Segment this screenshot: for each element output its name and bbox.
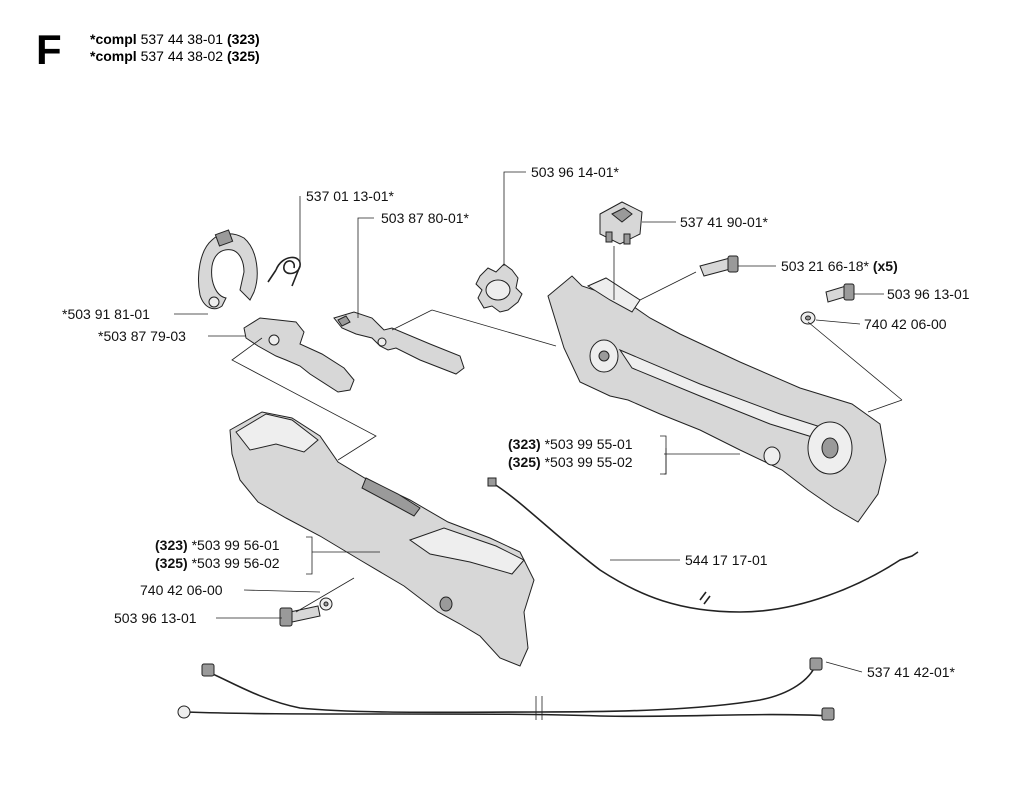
label-503-21-66-18-qty: (x5) — [873, 258, 898, 274]
label-503-87-80-01: 503 87 80-01* — [381, 210, 470, 226]
header-line-2-number: 537 44 38-02 — [141, 48, 224, 64]
throttle-cable-part — [487, 477, 919, 613]
label-503-91-81-01: *503 91 81-01 — [62, 306, 150, 322]
handle-left-half-part — [229, 411, 535, 667]
label-740-42-06-00-bottom: 740 42 06-00 — [140, 582, 223, 598]
header-line-1-number: 537 44 38-01 — [141, 31, 224, 47]
label-503-99-56-01: (323) *503 99 56-01 — [155, 537, 280, 553]
throttle-trigger-part — [333, 311, 465, 375]
label-503-99-56-02: (325) *503 99 56-02 — [155, 555, 280, 571]
label-503-99-55-01: (323) *503 99 55-01 — [508, 436, 633, 452]
clamp-ring-part — [198, 229, 258, 310]
header-line-1-prefix: *compl — [90, 31, 137, 47]
group-bracket-left — [306, 536, 313, 575]
label-503-96-13-01-top: 503 96 13-01 — [887, 286, 970, 302]
group-bracket-right — [660, 435, 667, 475]
screw-bottom-part — [279, 597, 333, 627]
handle-right-half-part — [547, 275, 887, 523]
label-503-99-56-01-model: (323) — [155, 537, 188, 553]
label-537-41-90-01: 537 41 90-01* — [680, 214, 769, 230]
wiring-harness-part — [177, 657, 835, 721]
label-544-17-17-01: 544 17 17-01 — [685, 552, 768, 568]
label-537-41-42-01: 537 41 42-01* — [867, 664, 956, 680]
label-503-99-55-01-model: (323) — [508, 436, 541, 452]
label-503-99-56-02-number: *503 99 56-02 — [192, 555, 280, 571]
label-503-96-14-01: 503 96 14-01* — [531, 164, 620, 180]
section-letter: F — [36, 26, 62, 73]
label-503-99-55-02: (325) *503 99 55-02 — [508, 454, 633, 470]
header-line-1-model: (323) — [227, 31, 260, 47]
header-line-2: *compl 537 44 38-02 (325) — [90, 48, 260, 64]
label-503-99-55-02-model: (325) — [508, 454, 541, 470]
header-line-2-model: (325) — [227, 48, 260, 64]
label-503-99-56-02-model: (325) — [155, 555, 188, 571]
throttle-lever-part — [243, 317, 355, 393]
stop-switch-part — [599, 201, 643, 245]
label-503-87-79-03: *503 87 79-03 — [98, 328, 186, 344]
label-503-96-13-01-bottom: 503 96 13-01 — [114, 610, 197, 626]
leader-lines — [174, 171, 903, 673]
label-503-99-56-01-number: *503 99 56-01 — [192, 537, 280, 553]
label-503-21-66-18-number: 503 21 66-18* — [781, 258, 870, 274]
header-line-2-prefix: *compl — [90, 48, 137, 64]
screw-top-part — [699, 255, 739, 277]
label-740-42-06-00-top: 740 42 06-00 — [864, 316, 947, 332]
label-503-21-66-18: 503 21 66-18* (x5) — [781, 258, 898, 274]
spline-ring-part — [475, 263, 523, 313]
header-line-1: *compl 537 44 38-01 (323) — [90, 31, 260, 47]
label-537-01-13-01: 537 01 13-01* — [306, 188, 395, 204]
label-503-99-55-01-number: *503 99 55-01 — [545, 436, 633, 452]
screw-right-part — [800, 283, 855, 325]
label-503-99-55-02-number: *503 99 55-02 — [545, 454, 633, 470]
spring-part — [267, 256, 301, 287]
